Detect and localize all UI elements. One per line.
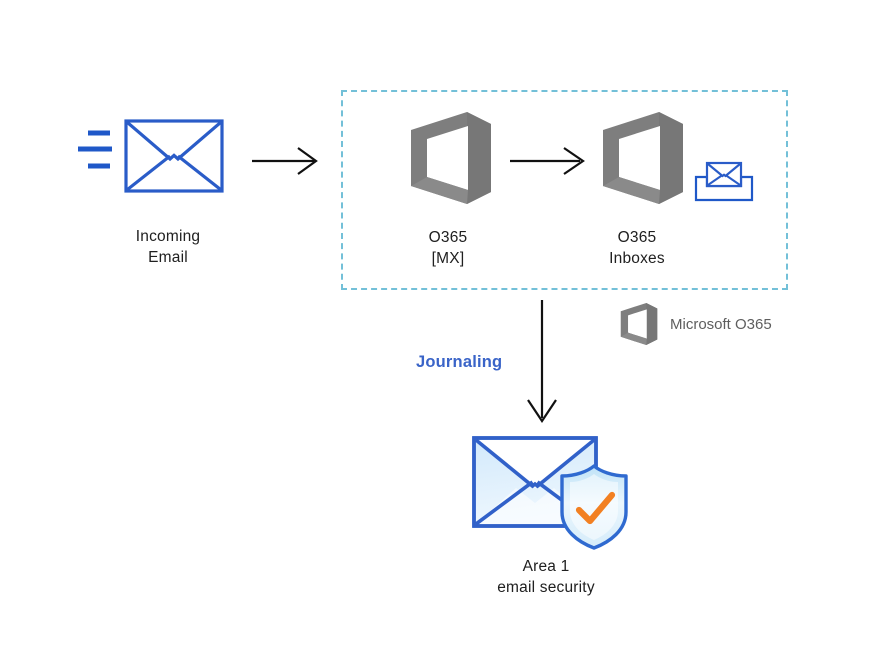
legend-label: Microsoft O365 <box>670 315 772 333</box>
office-365-logo-icon-mx <box>405 110 497 206</box>
envelope-with-shield-check-icon <box>466 430 636 550</box>
office-365-logo-icon-legend <box>618 302 660 346</box>
journaling-label: Journaling <box>416 353 503 371</box>
envelope-with-motion-lines-icon <box>76 118 226 210</box>
office-365-logo-icon-inboxes <box>597 110 689 206</box>
o365-boundary-dashed-box <box>341 90 788 290</box>
inbox-tray-envelope-icon <box>693 159 755 203</box>
arrow-right-mx-to-inboxes-icon <box>510 143 588 179</box>
incoming-email-caption: Incoming Email <box>135 228 201 266</box>
legend: Microsoft O365 <box>618 302 772 346</box>
o365-inboxes-caption: O365 Inboxes <box>609 229 665 267</box>
arrow-down-journaling-icon <box>512 300 572 425</box>
area1-caption: Area 1 email security <box>497 558 595 596</box>
o365-mx-caption: O365 [MX] <box>428 229 468 267</box>
arrow-right-incoming-to-mx-icon <box>252 143 320 179</box>
